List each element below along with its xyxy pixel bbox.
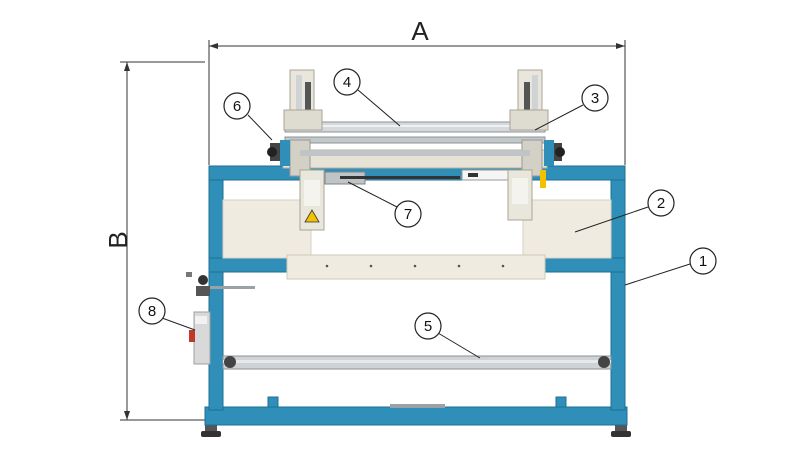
callout-2: 2	[647, 189, 675, 217]
callout-3: 3	[581, 84, 609, 112]
svg-text:1: 1	[699, 253, 707, 270]
svg-text:5: 5	[424, 318, 432, 335]
svg-text:3: 3	[591, 90, 599, 107]
callout-7: 7	[394, 200, 422, 228]
left-cutting-head	[267, 69, 325, 231]
svg-text:4: 4	[343, 74, 351, 91]
callout-5: 5	[414, 312, 442, 340]
svg-text:6: 6	[233, 98, 241, 115]
machine-frame	[186, 165, 631, 437]
right-cutting-head	[507, 69, 565, 221]
svg-text:7: 7	[404, 206, 412, 223]
callout-leaders	[161, 89, 691, 359]
dimension-b: B	[103, 61, 205, 421]
callout-8: 8	[138, 297, 166, 325]
svg-text:2: 2	[657, 195, 665, 212]
callout-6: 6	[223, 92, 251, 120]
dimension-b-label: B	[103, 231, 133, 248]
dimension-a-label: A	[411, 16, 429, 46]
control-box	[189, 311, 211, 365]
callout-4: 4	[333, 68, 361, 96]
callout-1: 1	[689, 247, 717, 275]
upper-rail-unit	[267, 69, 565, 231]
dimension-a: A	[208, 16, 626, 165]
svg-text:8: 8	[148, 303, 156, 320]
